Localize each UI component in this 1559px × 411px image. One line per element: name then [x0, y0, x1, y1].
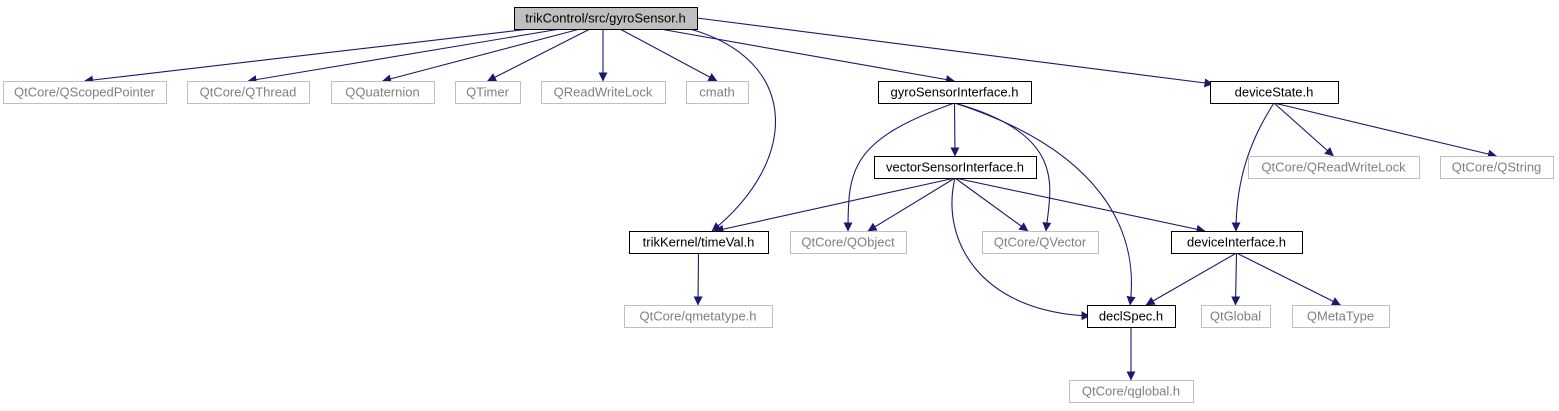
- node-deviceinterface[interactable]: deviceInterface.h: [1171, 231, 1303, 254]
- edge-vectorsensorinterface-to-timeval: [714, 177, 956, 234]
- node-box: [1440, 156, 1554, 179]
- node-label: QtCore/QScopedPointer: [14, 85, 156, 100]
- node-qreadwritelock: QReadWriteLock: [541, 81, 666, 104]
- edge-root-to-qquaternion: [382, 28, 581, 84]
- node-box: [3, 81, 167, 104]
- node-qtcore_qstring: QtCore/QString: [1440, 156, 1554, 179]
- edge-root-to-qtimer: [487, 28, 591, 82]
- node-label: cmath: [699, 85, 734, 100]
- edge-root-to-qthread: [247, 28, 561, 85]
- node-box: [629, 231, 769, 254]
- node-box: [624, 305, 773, 328]
- node-qtimer: QTimer: [455, 81, 521, 104]
- node-root: trikControl/src/gyroSensor.h: [514, 7, 698, 30]
- node-label: QtCore/qmetatype.h: [639, 309, 756, 324]
- node-label: vectorSensorInterface.h: [886, 160, 1024, 175]
- node-label: deviceInterface.h: [1187, 235, 1286, 250]
- node-label: QtCore/qglobal.h: [1082, 384, 1180, 399]
- edge-root-to-gyrosensorinterface: [659, 28, 955, 84]
- node-label: gyroSensorInterface.h: [891, 85, 1019, 100]
- edge-gyrosensorinterface-to-qobject: [843, 102, 955, 232]
- node-box: [874, 156, 1037, 179]
- edge-devicestate-to-qtcore_qstring: [1273, 102, 1497, 159]
- node-label: QtCore/QThread: [200, 85, 297, 100]
- node-box: [1171, 231, 1303, 254]
- node-box: [1292, 305, 1390, 328]
- edge-vectorsensorinterface-to-deviceinterface: [954, 177, 1206, 234]
- nodes-layer: trikControl/src/gyroSensor.hQtCore/QScop…: [3, 7, 1554, 403]
- node-label: deviceState.h: [1235, 85, 1314, 100]
- node-box: [790, 231, 907, 254]
- node-label: QtGlobal: [1210, 309, 1261, 324]
- node-box: [686, 81, 749, 104]
- node-qscopedpointer: QtCore/QScopedPointer: [3, 81, 167, 104]
- node-qmetatype_h: QtCore/qmetatype.h: [624, 305, 773, 328]
- node-label: QReadWriteLock: [554, 85, 653, 100]
- edge-root-to-timeval: [689, 28, 777, 232]
- node-label: QMetaType: [1307, 309, 1374, 324]
- node-devicestate[interactable]: deviceState.h: [1210, 81, 1339, 104]
- node-qglobal: QtGlobal: [1201, 305, 1271, 328]
- node-label: QtCore/QVector: [994, 235, 1087, 250]
- node-box: [514, 7, 698, 30]
- node-box: [187, 81, 310, 104]
- node-box: [878, 81, 1032, 104]
- node-label: QtCore/QString: [1452, 160, 1542, 175]
- node-label: declSpec.h: [1099, 309, 1163, 324]
- edge-gyrosensorinterface-to-declspec: [954, 102, 1136, 306]
- node-box: [1201, 305, 1271, 328]
- node-label: QQuaternion: [345, 85, 419, 100]
- node-gyrosensorinterface[interactable]: gyroSensorInterface.h: [878, 81, 1032, 104]
- edge-vectorsensorinterface-to-qobject: [867, 177, 956, 232]
- node-declspec[interactable]: declSpec.h: [1087, 305, 1176, 328]
- node-vectorsensorinterface[interactable]: vectorSensorInterface.h: [874, 156, 1037, 179]
- node-label: trikKernel/timeVal.h: [643, 235, 755, 250]
- node-box: [982, 231, 1099, 254]
- node-box: [541, 81, 666, 104]
- node-qmetatype: QMetaType: [1292, 305, 1390, 328]
- edge-devicestate-to-deviceinterface: [1231, 102, 1275, 232]
- node-box: [1069, 380, 1194, 403]
- edge-devicestate-to-qtcore_qreadwritelock: [1273, 102, 1334, 157]
- node-box: [1210, 81, 1339, 104]
- node-box: [1248, 156, 1420, 179]
- node-qquaternion: QQuaternion: [331, 81, 435, 104]
- node-label: trikControl/src/gyroSensor.h: [525, 11, 685, 26]
- node-label: QtCore/QReadWriteLock: [1261, 160, 1406, 175]
- node-box: [331, 81, 435, 104]
- edge-vectorsensorinterface-to-declspec: [951, 177, 1091, 321]
- edge-deviceinterface-to-qmetatype: [1236, 252, 1341, 306]
- edge-vectorsensorinterface-to-qvector: [954, 177, 1029, 232]
- edge-timeval-to-qmetatype_h: [693, 252, 703, 306]
- edge-deviceinterface-to-qglobal: [1231, 252, 1241, 306]
- edge-root-to-cmath: [619, 28, 718, 82]
- node-box: [1087, 305, 1176, 328]
- node-qobject: QtCore/QObject: [790, 231, 907, 254]
- node-timeval[interactable]: trikKernel/timeVal.h: [629, 231, 769, 254]
- node-qthread: QtCore/QThread: [187, 81, 310, 104]
- node-label: QtCore/QObject: [801, 235, 895, 250]
- edges-layer: [84, 17, 1497, 381]
- edge-gyrosensorinterface-to-vectorsensorinterface: [950, 102, 960, 157]
- node-qglobal_h: QtCore/qglobal.h: [1069, 380, 1194, 403]
- edge-root-to-devicestate: [696, 17, 1214, 88]
- node-qvector: QtCore/QVector: [982, 231, 1099, 254]
- node-box: [455, 81, 521, 104]
- node-label: QTimer: [466, 85, 510, 100]
- node-qtcore_qreadwritelock: QtCore/QReadWriteLock: [1248, 156, 1420, 179]
- edge-deviceinterface-to-declspec: [1145, 252, 1237, 306]
- node-cmath: cmath: [686, 81, 749, 104]
- edge-root-to-qscopedpointer: [84, 28, 531, 85]
